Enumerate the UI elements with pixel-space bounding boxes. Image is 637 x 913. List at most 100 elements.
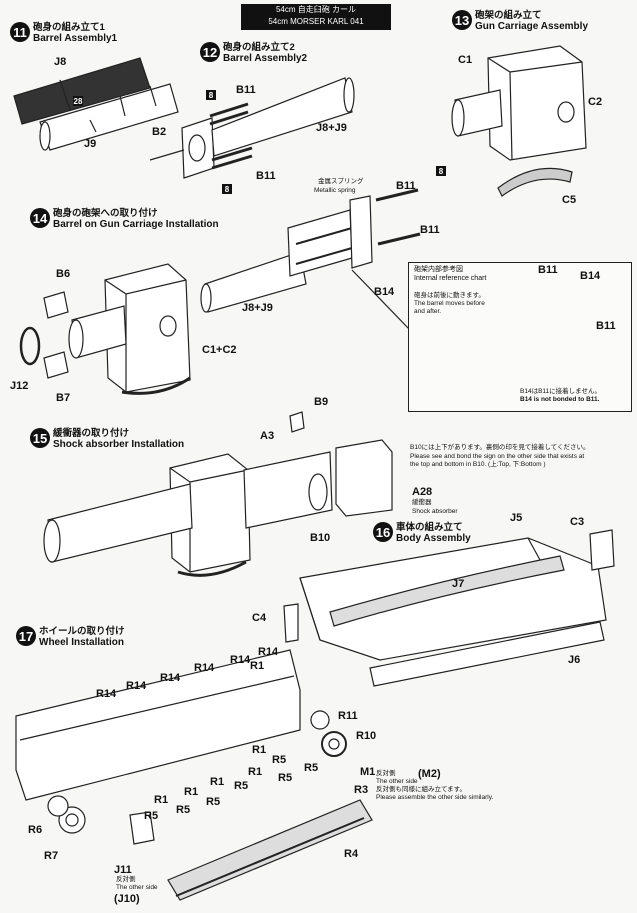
- wheel-installation-diagram: [15, 649, 373, 901]
- step-number: 16: [373, 522, 393, 542]
- b10-note-en2: the top and bottom in B10. (上:Top, 下:Bot…: [410, 461, 546, 468]
- part-label-j8-j9: J8+J9: [316, 122, 347, 134]
- ref-title-en: Internal reference chart: [414, 275, 487, 282]
- step-title-jp: 砲架の組み立て: [475, 10, 542, 21]
- part-label-b7: B7: [56, 392, 71, 404]
- ref-label-b11: B11: [596, 320, 616, 332]
- part-qty-badge: 8: [222, 184, 232, 194]
- step-title-en: Gun Carriage Assembly: [475, 21, 589, 32]
- shock-note-jp: 緩衝器: [412, 499, 432, 506]
- step-number: 11: [10, 22, 30, 42]
- ref-bond-jp: B14はB11に接着しません。: [520, 388, 601, 395]
- b10-note-jp: B10には上下があります。裏側の印を見て接着してください。: [410, 444, 590, 451]
- part-label-r1: R1: [154, 794, 169, 806]
- step-number: 15: [30, 428, 50, 448]
- step-number: 13: [452, 10, 472, 30]
- header-line-en: 54cm MORSER KARL 041: [268, 17, 364, 26]
- step-number: 14: [30, 208, 50, 228]
- other-side-en: The other side: [376, 778, 418, 785]
- part-label-b11-upper: B11: [236, 84, 256, 96]
- spring-note-en: Metallic spring: [314, 187, 356, 194]
- step-title-en: Body Assembly: [396, 533, 471, 544]
- part-label-r5: R5: [206, 796, 221, 808]
- similar-note-jp: 反対側も同様に組み立てます。: [376, 786, 467, 793]
- part-label-r1: R1: [252, 744, 267, 756]
- part-label-r1: R1: [210, 776, 225, 788]
- part-label-j7: J7: [452, 578, 465, 590]
- part-label-r14: R14: [194, 662, 215, 674]
- part-label-c2: C2: [588, 96, 603, 108]
- step-title-en: Barrel Assembly1: [33, 33, 118, 44]
- part-qty-badge: 8: [206, 90, 216, 100]
- b10-note-en1: Please see and bond the sign on the othe…: [410, 453, 585, 460]
- spring-note-jp: 金属スプリング: [318, 178, 364, 185]
- part-label-b6: B6: [56, 268, 71, 280]
- part-label-b9: B9: [314, 396, 329, 408]
- part-label-r1: R1: [248, 766, 263, 778]
- ref-move-jp: 砲身は前後に動きます。: [414, 292, 485, 299]
- part-label-c5: C5: [562, 194, 577, 206]
- part-qty-badge: 8: [436, 166, 446, 176]
- part-label-r7: R7: [44, 850, 59, 862]
- ref-move-en1: The barrel moves before: [414, 300, 485, 307]
- part-label-j5: J5: [510, 512, 523, 524]
- part-label-m1: M1: [360, 766, 376, 778]
- step-title-en: Barrel on Gun Carriage Installation: [53, 219, 219, 230]
- part-label-r5: R5: [234, 780, 249, 792]
- internal-reference-box: [408, 262, 632, 412]
- step-title-jp: 砲身の砲架への取り付け: [53, 208, 158, 219]
- ref-title-jp: 砲架内部参考図: [414, 266, 463, 273]
- step-title-jp: 車体の組み立て: [396, 522, 463, 533]
- ref-bond-en: B14 is not bonded to B11.: [520, 396, 600, 403]
- step-title-en: Shock absorber Installation: [53, 439, 185, 450]
- part-number-badge: 28: [73, 96, 83, 106]
- step-title-jp: 緩衝器の取り付け: [53, 428, 130, 439]
- part-label-b11: B11: [396, 180, 416, 192]
- barrel-installation-diagram: [19, 188, 421, 395]
- part-label-r5: R5: [278, 772, 293, 784]
- barrel-assembly1-diagram: [13, 57, 179, 151]
- part-label-c3: C3: [570, 516, 585, 528]
- shock-note-en: Shock absorber: [412, 508, 458, 515]
- ref-label-b11: B11: [538, 264, 558, 276]
- part-label-r1: R1: [184, 786, 199, 798]
- part-label-b11-lower: B11: [256, 170, 276, 182]
- header-line-jp: 54cm 自走臼砲 カール: [275, 5, 356, 14]
- part-label-j10: (J10): [114, 893, 140, 905]
- part-label-b14: B14: [374, 286, 395, 298]
- part-label-r5: R5: [304, 762, 319, 774]
- part-label-c1-c2: C1+C2: [202, 344, 237, 356]
- part-label-b10: B10: [310, 532, 331, 544]
- part-label-j9: J9: [84, 138, 97, 150]
- part-label-a28: A28: [412, 486, 433, 498]
- similar-note-en: Please assemble the other side similarly…: [376, 794, 494, 801]
- part-label-r14: R14: [258, 646, 279, 658]
- part-label-r1: R1: [250, 660, 265, 672]
- barrel-assembly2-diagram: [149, 77, 355, 179]
- part-label-r14: R14: [126, 680, 147, 692]
- step-title-jp: 砲身の組み立て1: [33, 22, 105, 33]
- step-number: 17: [16, 626, 36, 646]
- part-label-j11: J11: [114, 864, 132, 876]
- part-label-j12: J12: [10, 380, 29, 392]
- part-label-r5: R5: [176, 804, 191, 816]
- page-header: 54cm 自走臼砲 カール 54cm MORSER KARL 041: [241, 4, 391, 30]
- part-label-r11: R11: [338, 710, 358, 722]
- part-label-c4: C4: [252, 612, 267, 624]
- part-label-c1: C1: [458, 54, 473, 66]
- part-label-j8: J8: [54, 56, 67, 68]
- part-label-j6: J6: [568, 654, 581, 666]
- other-side-en: The other side: [116, 884, 158, 891]
- ref-move-en2: and after.: [414, 308, 442, 315]
- part-label-j8-j9: J8+J9: [242, 302, 273, 314]
- part-label-m2: (M2): [418, 768, 441, 780]
- other-side-jp: 反対側: [376, 770, 396, 777]
- part-label-r6: R6: [28, 824, 43, 836]
